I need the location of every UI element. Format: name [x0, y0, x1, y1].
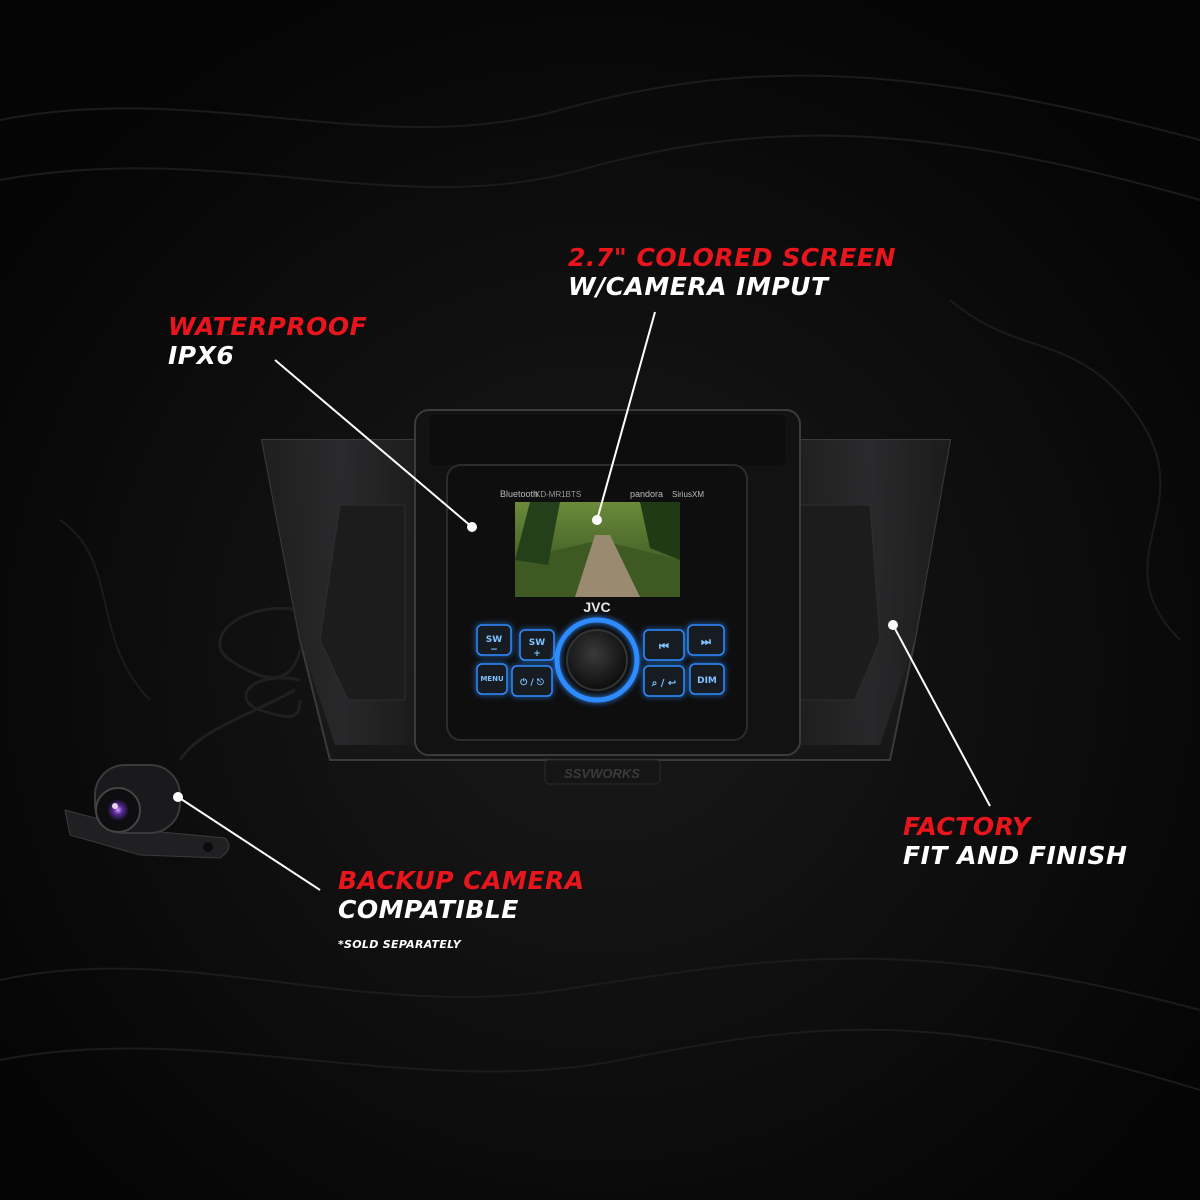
bluetooth-logo: Bluetooth — [500, 489, 538, 499]
next-track-button[interactable]: ⏭ — [687, 624, 725, 656]
svg-text:−: − — [490, 645, 498, 655]
pandora-logo: pandora — [630, 489, 663, 499]
callout-dots — [173, 515, 898, 802]
waterproof-callout-subtitle: IPX6 — [168, 340, 235, 370]
screen-callout-title: 2.7" COLORED SCREEN — [568, 243, 896, 272]
brand-logo: JVC — [583, 599, 610, 615]
backup-camera — [64, 764, 230, 859]
display-screen — [515, 502, 680, 597]
topographic-pattern — [0, 74, 1200, 1091]
camera-callout-note: *SOLD SEPARATELY — [338, 937, 462, 951]
waterproof-callout: WATERPROOF IPX6 — [168, 312, 368, 371]
search-back-button[interactable]: ⌕ / ↩ — [643, 665, 685, 697]
callout-lines — [177, 311, 991, 891]
camera-callout-title: BACKUP CAMERA — [338, 866, 585, 895]
svg-text:⏮: ⏮ — [659, 640, 669, 653]
screen-callout-subtitle: W/CAMERA IMPUT — [568, 271, 829, 301]
sw-minus-button[interactable]: SW − — [476, 624, 512, 656]
power-button[interactable]: ⏻ / ⎋ — [511, 665, 553, 697]
siriusxm-logo: SiriusXM — [672, 490, 704, 499]
enclosure-brand-label: SSVWORKS — [564, 766, 640, 781]
camera-callout: BACKUP CAMERA COMPATIBLE *SOLD SEPARATEL… — [338, 866, 585, 951]
camera-callout-subtitle: COMPATIBLE — [338, 894, 519, 924]
factory-callout: FACTORY FIT AND FINISH — [903, 812, 1128, 871]
radio-head-unit: Bluetooth KD-MR1BTS pandora SiriusXM JVC… — [446, 464, 748, 741]
factory-callout-subtitle: FIT AND FINISH — [903, 840, 1128, 870]
volume-knob[interactable] — [554, 617, 640, 703]
svg-text:⏭: ⏭ — [701, 635, 711, 648]
svg-text:DIM: DIM — [697, 676, 717, 686]
svg-text:MENU: MENU — [480, 675, 504, 683]
previous-track-button[interactable]: ⏮ — [643, 629, 685, 661]
menu-button[interactable]: MENU — [476, 663, 508, 695]
svg-text:⏻ / ⎋: ⏻ / ⎋ — [520, 677, 545, 688]
factory-callout-title: FACTORY — [903, 812, 1031, 841]
svg-text:SW: SW — [529, 638, 545, 648]
wiring-harness — [178, 607, 302, 761]
svg-text:SW: SW — [486, 635, 502, 645]
dim-button[interactable]: DIM — [689, 663, 725, 695]
svg-text:+: + — [533, 649, 541, 659]
svg-text:⌕ / ↩: ⌕ / ↩ — [651, 678, 677, 689]
sw-plus-button[interactable]: SW + — [519, 629, 555, 661]
screen-callout: 2.7" COLORED SCREEN W/CAMERA IMPUT — [568, 243, 896, 302]
model-label: KD-MR1BTS — [535, 490, 581, 499]
waterproof-callout-title: WATERPROOF — [168, 312, 368, 341]
